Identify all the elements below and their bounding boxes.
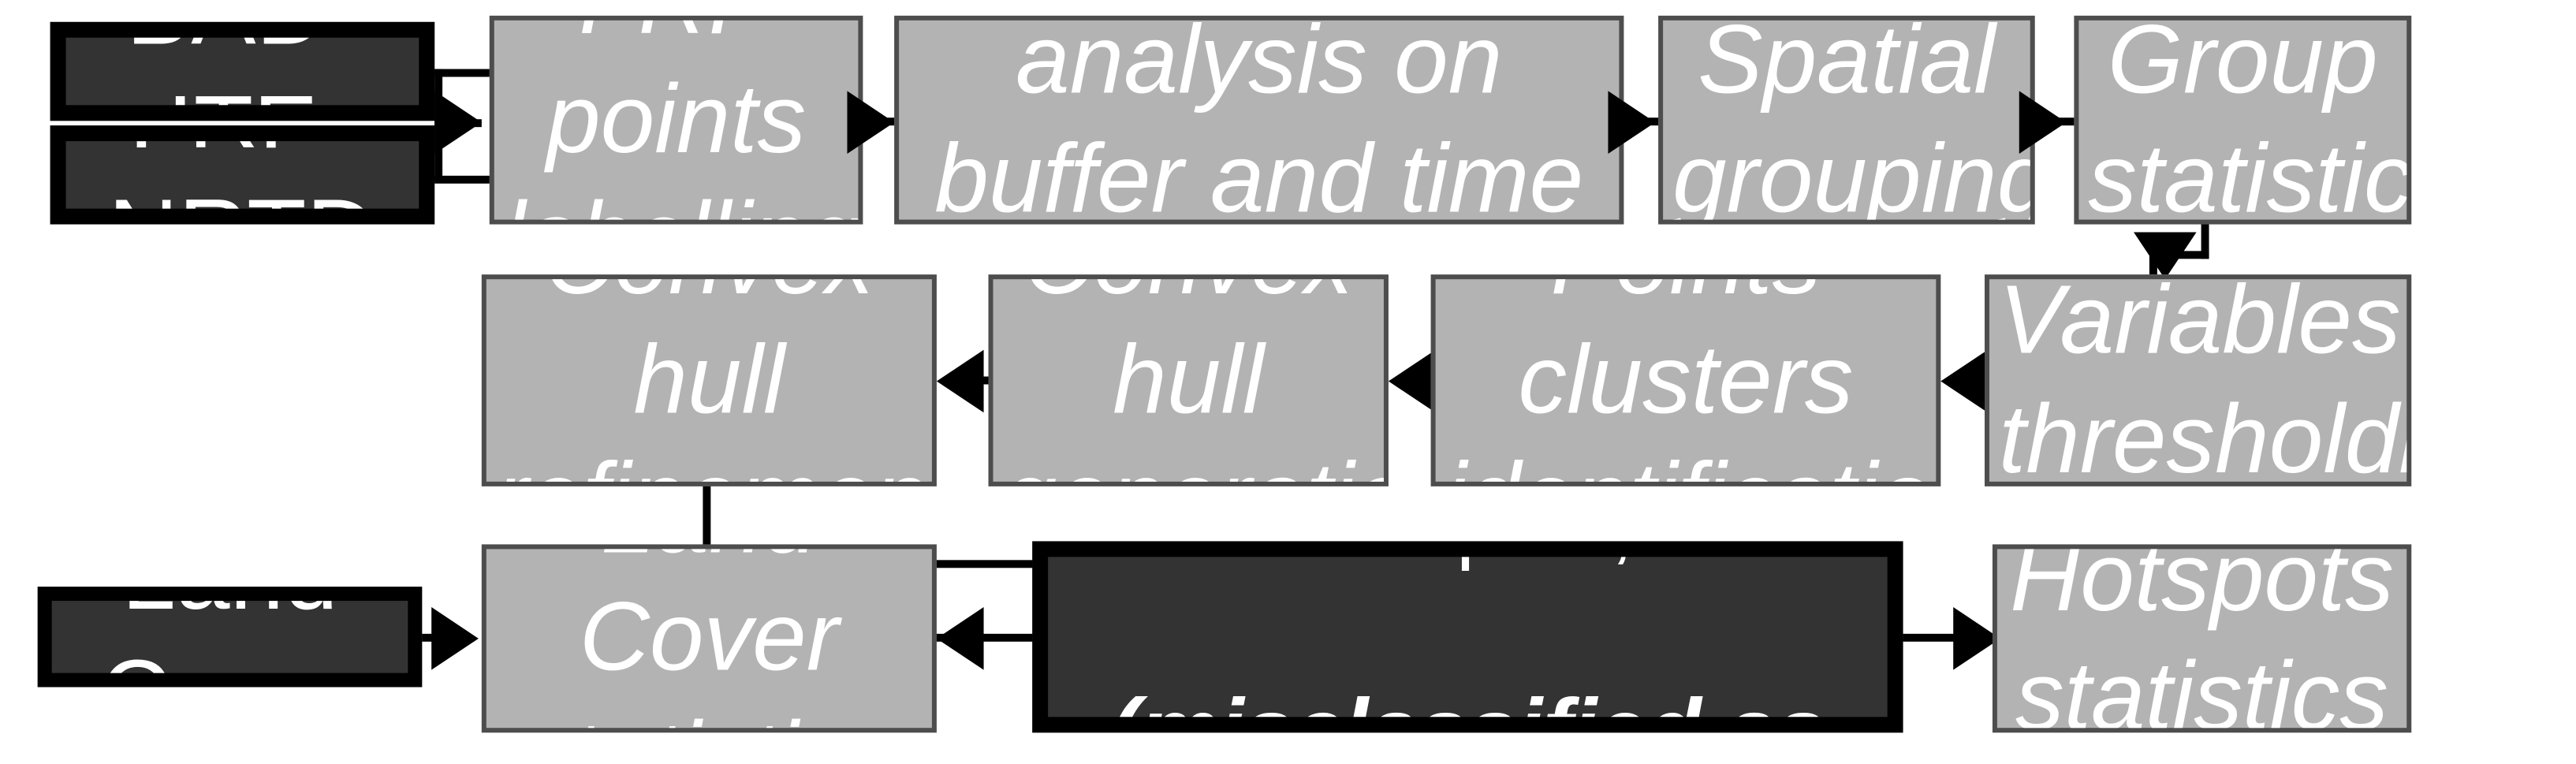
arrowhead-to-sensitivity bbox=[847, 91, 895, 154]
node-frp-nrtd-label: FRP-NRTD bbox=[66, 141, 419, 209]
node-convex-hull-generation: Convex hull generation bbox=[988, 274, 1389, 486]
node-points-clusters-identification-label: Points clusters identification bbox=[1445, 279, 1937, 482]
arrowhead-to-spatial-grouping bbox=[1608, 91, 1656, 154]
node-convex-hull-refinement: Convex hull refinement bbox=[481, 274, 937, 486]
node-group-statistics: Group statistics bbox=[2074, 15, 2412, 225]
node-thermal-anomalies-hotspots-label: Thermal anomalies hotspots, (misclassifi… bbox=[1048, 557, 1888, 733]
node-points-clusters-identification: Points clusters identification bbox=[1430, 274, 1941, 486]
node-frp-points-labelling: FRP points labelling bbox=[489, 15, 863, 225]
arrowhead-to-frp-labelling bbox=[434, 91, 482, 154]
node-thermal-hotspots-line2: (misclassified as fire pixels) bbox=[1109, 680, 1826, 733]
node-convex-hull-refinement-label: Convex hull refinement bbox=[496, 279, 932, 482]
node-hotspots-statistics-label: Hotspots statistics bbox=[2010, 544, 2394, 733]
node-group-statistics-label: Group statistics bbox=[2088, 15, 2412, 225]
arrowhead-to-land-cover-statistics-left bbox=[936, 607, 984, 670]
arrowhead-to-variables-thresholding bbox=[2134, 232, 2197, 280]
connector-sources-bottom bbox=[434, 175, 505, 184]
node-frp-nrtd: FRP-NRTD bbox=[50, 125, 435, 225]
arrowhead-to-points-clusters bbox=[1940, 349, 1988, 413]
connector-hotspots-to-lcstats bbox=[936, 633, 1035, 642]
node-land-cover: Land Cover bbox=[37, 587, 423, 688]
connector-groupstats-drop bbox=[2201, 224, 2209, 259]
node-convex-hull-generation-label: Convex hull generation bbox=[1002, 279, 1384, 482]
node-variables-thresholding: Variables thresholding bbox=[1985, 274, 2412, 486]
flowchart-scale-wrapper: BAD-ITE FRP-NRTD FRP points labelling Se… bbox=[37, 15, 2412, 733]
node-thermal-hotspots-line1: Thermal anomalies hotspots, bbox=[1057, 557, 1878, 577]
arrowhead-to-group-statistics bbox=[2019, 91, 2067, 154]
node-land-cover-statistics: Land Cover statistics bbox=[481, 544, 937, 733]
node-thermal-anomalies-hotspots: Thermal anomalies hotspots, (misclassifi… bbox=[1032, 541, 1903, 733]
node-hotspots-statistics: Hotspots statistics bbox=[1992, 544, 2412, 733]
node-variables-thresholding-label: Variables thresholding bbox=[1998, 274, 2406, 486]
node-sensitivity-analysis: Sensitivity analysis on buffer and time … bbox=[894, 15, 1624, 225]
arrowhead-to-land-cover-statistics bbox=[431, 607, 479, 670]
connector-hotspots-to-hotspotstats bbox=[1903, 633, 1985, 642]
node-bad-ite-label: BAD-ITE bbox=[66, 38, 419, 106]
node-frp-points-labelling-label: FRP points labelling bbox=[504, 20, 859, 220]
arrowhead-to-convex-hull-refinement bbox=[936, 349, 984, 413]
connector-refinement-drop bbox=[703, 486, 711, 568]
node-spatial-grouping: Spatial grouping bbox=[1658, 15, 2035, 225]
node-spatial-grouping-label: Spatial grouping bbox=[1672, 15, 2035, 225]
node-bad-ite: BAD-ITE bbox=[50, 21, 435, 121]
arrowhead-to-convex-hull-generation bbox=[1388, 349, 1436, 413]
node-sensitivity-analysis-label: Sensitivity analysis on buffer and time … bbox=[934, 15, 1584, 225]
node-land-cover-statistics-label: Land Cover statistics bbox=[523, 549, 896, 728]
node-land-cover-label: Land Cover bbox=[52, 601, 408, 673]
connector-sources-top bbox=[434, 69, 505, 77]
